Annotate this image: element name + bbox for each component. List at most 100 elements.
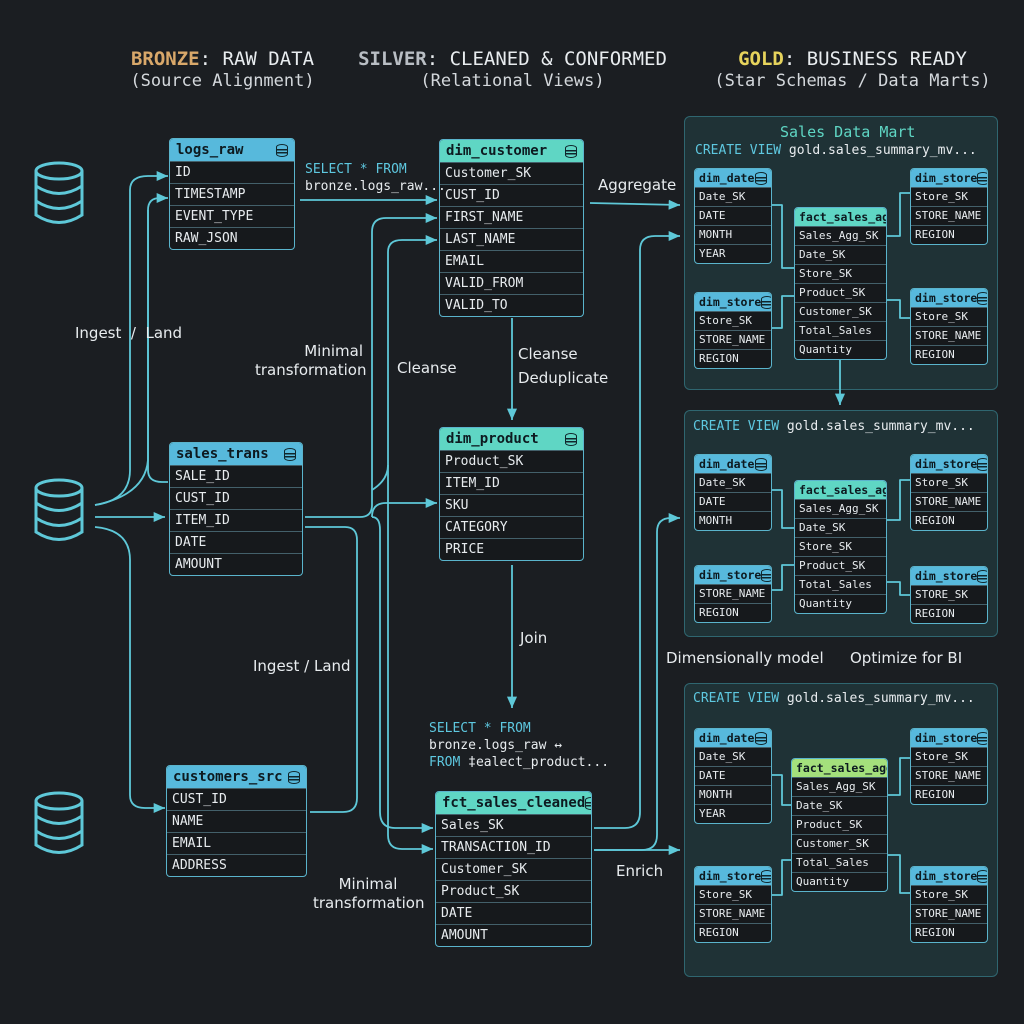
table-header[interactable]: dim_store xyxy=(911,169,987,187)
table-field[interactable]: Date_SK xyxy=(695,187,771,206)
table-header[interactable]: fact_sales_agg xyxy=(795,481,886,499)
table-field[interactable]: DATE xyxy=(695,206,771,225)
table-field[interactable]: Store_SK xyxy=(911,885,987,904)
table-field[interactable]: YEAR xyxy=(695,804,771,823)
table-field[interactable]: TIMESTAMP xyxy=(170,183,294,205)
table-field[interactable]: REGION xyxy=(911,785,987,804)
table-field[interactable]: STORE_NAME xyxy=(911,492,987,511)
table-header[interactable]: dim_date xyxy=(695,169,771,187)
table-field[interactable]: FIRST_NAME xyxy=(440,206,583,228)
table-field[interactable]: Product_SK xyxy=(436,880,591,902)
table-header[interactable]: dim_date xyxy=(695,729,771,747)
table-header[interactable]: dim_store xyxy=(695,867,771,885)
table-field[interactable]: SALE_ID xyxy=(170,465,302,487)
table-field[interactable]: AMOUNT xyxy=(170,553,302,575)
table-field[interactable]: CUST_ID xyxy=(167,788,306,810)
table-field[interactable]: ITEM_ID xyxy=(170,509,302,531)
table-field[interactable]: EVENT_TYPE xyxy=(170,205,294,227)
table-field[interactable]: VALID_FROM xyxy=(440,272,583,294)
table-field[interactable]: Date_SK xyxy=(792,796,887,815)
table-field[interactable]: SKU xyxy=(440,494,583,516)
table-field[interactable]: REGION xyxy=(695,349,771,368)
table-field[interactable]: Date_SK xyxy=(695,747,771,766)
table-field[interactable]: Store_SK xyxy=(911,747,987,766)
table-header[interactable]: dim_store xyxy=(911,289,987,307)
table-header[interactable]: dim_customer xyxy=(440,140,583,162)
table-field[interactable]: STORE_NAME xyxy=(911,904,987,923)
table-field[interactable]: Product_SK xyxy=(795,283,886,302)
table-field[interactable]: DATE xyxy=(695,766,771,785)
table-field[interactable]: AMOUNT xyxy=(436,924,591,946)
table-field[interactable]: REGION xyxy=(911,345,987,364)
table-header[interactable]: customers_src xyxy=(167,766,306,788)
table-field[interactable]: Product_SK xyxy=(792,815,887,834)
table-field[interactable]: RAW_JSON xyxy=(170,227,294,249)
table-field[interactable]: Quantity xyxy=(792,872,887,891)
table-field[interactable]: REGION xyxy=(695,603,771,622)
table-field[interactable]: Total_Sales xyxy=(792,853,887,872)
table-field[interactable]: ID xyxy=(170,161,294,183)
table-header[interactable]: sales_trans xyxy=(170,443,302,465)
table-field[interactable]: MONTH xyxy=(695,225,771,244)
table-field[interactable]: Customer_SK xyxy=(795,302,886,321)
table-field[interactable]: Quantity xyxy=(795,340,886,359)
table-header[interactable]: fct_sales_cleaned xyxy=(436,792,591,814)
table-field[interactable]: NAME xyxy=(167,810,306,832)
table-field[interactable]: Customer_SK xyxy=(436,858,591,880)
table-field[interactable]: STORE_NAME xyxy=(911,326,987,345)
table-header[interactable]: dim_store xyxy=(695,293,771,311)
table-header[interactable]: fact_sales_agg xyxy=(792,759,887,777)
table-field[interactable]: Store_SK xyxy=(911,187,987,206)
table-field[interactable]: Sales_Agg_SK xyxy=(795,499,886,518)
table-field[interactable]: TRANSACTION_ID xyxy=(436,836,591,858)
table-field[interactable]: STORE_NAME xyxy=(695,584,771,603)
table-field[interactable]: REGION xyxy=(911,923,987,942)
table-field[interactable]: CATEGORY xyxy=(440,516,583,538)
table-field[interactable]: YEAR xyxy=(695,244,771,263)
table-field[interactable]: DATE xyxy=(170,531,302,553)
table-field[interactable]: REGION xyxy=(911,511,987,530)
table-header[interactable]: fact_sales_agg xyxy=(795,208,886,226)
table-field[interactable]: Product_SK xyxy=(795,556,886,575)
table-header[interactable]: dim_store xyxy=(911,729,987,747)
table-field[interactable]: Date_SK xyxy=(795,245,886,264)
table-field[interactable]: Total_Sales xyxy=(795,321,886,340)
table-header[interactable]: dim_store xyxy=(911,567,987,585)
table-field[interactable]: STORE_NAME xyxy=(695,904,771,923)
table-field[interactable]: REGION xyxy=(911,225,987,244)
table-field[interactable]: REGION xyxy=(911,604,987,623)
table-field[interactable]: MONTH xyxy=(695,785,771,804)
table-field[interactable]: REGION xyxy=(695,923,771,942)
table-field[interactable]: Store_SK xyxy=(911,473,987,492)
table-field[interactable]: STORE_SK xyxy=(911,585,987,604)
table-field[interactable]: Product_SK xyxy=(440,450,583,472)
table-field[interactable]: Sales_Agg_SK xyxy=(792,777,887,796)
table-header[interactable]: dim_date xyxy=(695,455,771,473)
table-field[interactable]: LAST_NAME xyxy=(440,228,583,250)
table-field[interactable]: Store_SK xyxy=(695,311,771,330)
table-field[interactable]: Customer_SK xyxy=(440,162,583,184)
table-field[interactable]: MONTH xyxy=(695,511,771,530)
table-header[interactable]: dim_store xyxy=(911,455,987,473)
table-field[interactable]: ADDRESS xyxy=(167,854,306,876)
table-field[interactable]: EMAIL xyxy=(167,832,306,854)
table-field[interactable]: Quantity xyxy=(795,594,886,613)
table-header[interactable]: dim_store xyxy=(911,867,987,885)
table-field[interactable]: STORE_NAME xyxy=(911,206,987,225)
